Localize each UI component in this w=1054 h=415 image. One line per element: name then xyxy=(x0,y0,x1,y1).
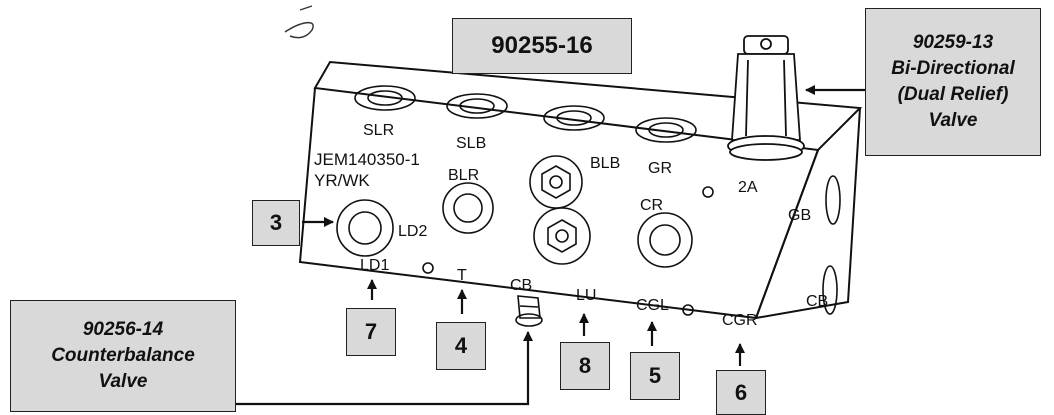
sketch-mark xyxy=(284,21,314,39)
callout-7-number: 7 xyxy=(364,319,378,344)
label-lu: LU xyxy=(576,287,596,304)
label-2a: 2A xyxy=(738,179,758,196)
callout-4: 4 xyxy=(436,322,486,370)
callout-6-number: 6 xyxy=(734,379,748,405)
arrow-counterbalance xyxy=(236,331,533,406)
callout-5: 5 xyxy=(630,352,680,400)
relief-valve-line-3: (Dual Relief) xyxy=(897,84,1009,105)
label-gr: GR xyxy=(648,160,672,177)
relief-valve-line-4: Valve xyxy=(928,110,978,131)
label-cgl: CGL xyxy=(636,297,669,314)
callout-3: 3 xyxy=(252,200,300,246)
label-ld2: LD2 xyxy=(398,223,427,240)
label-ld1: LD1 xyxy=(360,257,389,274)
block-model-text: JEM140350-1 xyxy=(314,150,420,169)
counterbalance-line-1: 90256-14 xyxy=(82,319,164,340)
block-code-text: YR/WK xyxy=(314,171,370,190)
plug-lower xyxy=(533,207,591,265)
callout-8: 8 xyxy=(560,342,610,390)
relief-valve-line-1: 90259-13 xyxy=(912,32,994,53)
relief-valve-cartridge xyxy=(727,35,805,161)
counterbalance-line-2: Counterbalance xyxy=(51,345,195,366)
side-ports xyxy=(822,175,841,315)
label-cr: CR xyxy=(640,197,663,214)
plug-blb xyxy=(529,155,583,209)
label-t: T xyxy=(457,267,467,284)
label-blb: BLB xyxy=(590,155,620,172)
relief-valve-line-2: Bi-Directional xyxy=(891,58,1015,79)
counterbalance-callout: 90256-14 Counterbalance Valve xyxy=(10,300,236,412)
callout-6: 6 xyxy=(716,370,766,415)
counterbalance-line-3: Valve xyxy=(98,371,148,392)
sketch-mark-2 xyxy=(299,5,313,11)
callout-4-number: 4 xyxy=(454,333,468,358)
counterbalance-fitting xyxy=(515,295,543,327)
callout-3-number: 3 xyxy=(269,210,283,235)
label-cgr: CGR xyxy=(722,312,758,329)
label-slb: SLB xyxy=(456,135,486,152)
label-cb-side: CB xyxy=(806,293,828,310)
part-number-box: 90255-16 xyxy=(452,18,632,74)
callout-8-number: 8 xyxy=(578,353,592,378)
manifold-block xyxy=(298,60,863,320)
front-ports xyxy=(336,182,714,316)
label-blr: BLR xyxy=(448,167,479,184)
label-cb-bottom: CB xyxy=(510,277,532,294)
top-ports xyxy=(354,85,697,143)
callout-5-number: 5 xyxy=(648,363,662,388)
label-slr: SLR xyxy=(363,122,394,139)
label-gb: GB xyxy=(788,207,811,224)
part-number-text: 90255-16 xyxy=(491,32,593,59)
relief-valve-callout: 90259-13 Bi-Directional (Dual Relief) Va… xyxy=(865,8,1041,156)
leader-arrows xyxy=(236,85,865,406)
callout-7: 7 xyxy=(346,308,396,356)
